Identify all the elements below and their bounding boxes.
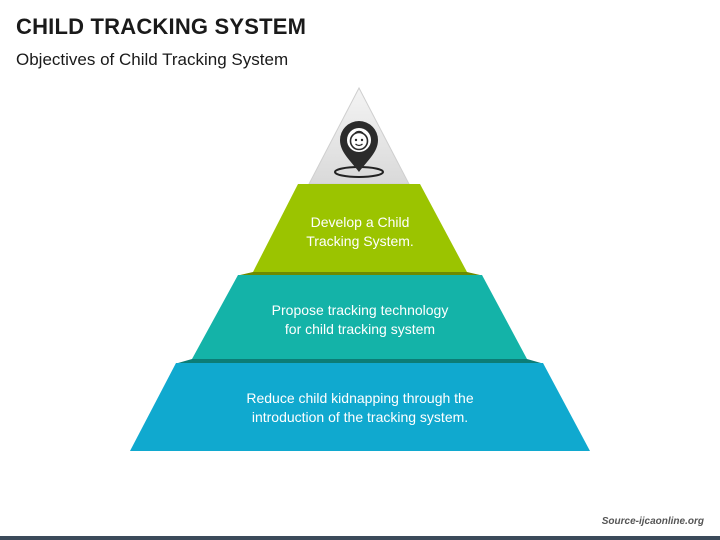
tier-1-shadow: [240, 272, 480, 275]
tier-3-line-2: introduction of the tracking system.: [251, 409, 469, 425]
tier-1-line-2: Tracking System.: [306, 233, 414, 249]
source-credit: Source-ijcaonline.org: [601, 516, 704, 527]
tier-2-label: Propose tracking technology for child tr…: [220, 301, 500, 339]
tier-2-band: [192, 275, 527, 359]
slide-subtitle: Objectives of Child Tracking System: [16, 50, 289, 69]
tier-2-line-2: for child tracking system: [284, 321, 436, 337]
child-location-pin-icon: [334, 121, 384, 178]
bottom-bar: [0, 536, 720, 540]
tier-2-line-1: Propose tracking technology: [271, 302, 449, 318]
tier-3-label: Reduce child kidnapping through the intr…: [180, 389, 540, 427]
slide-title: CHILD TRACKING SYSTEM: [16, 14, 307, 39]
tier-2-shadow: [178, 359, 541, 363]
tier-1-label: Develop a Child Tracking System.: [270, 213, 450, 251]
tier-3-line-1: Reduce child kidnapping through the: [246, 390, 474, 406]
tier-3-band: [130, 363, 590, 451]
tier-1-band: [253, 184, 467, 272]
tier-1-line-1: Develop a Child: [310, 214, 410, 230]
